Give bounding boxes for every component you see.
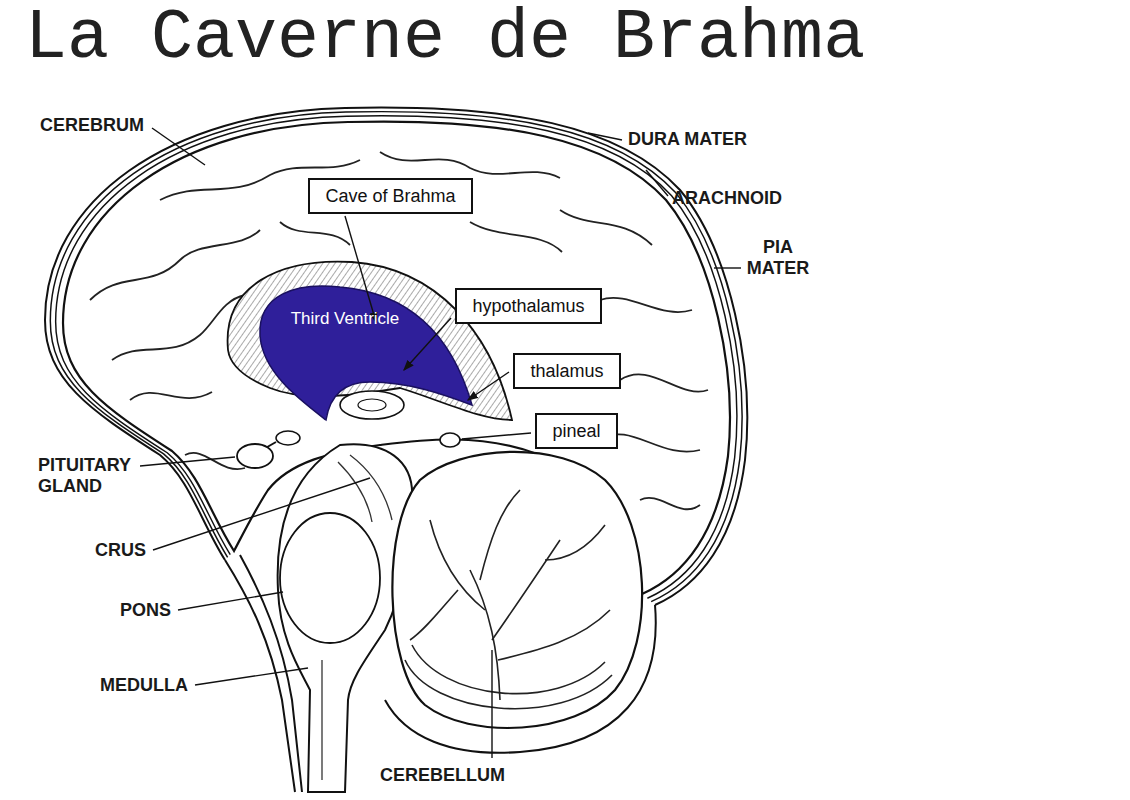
- label-box: hypothalamus: [455, 288, 602, 324]
- pituitary-shape: [237, 444, 273, 468]
- part-label: PONS: [120, 600, 171, 621]
- gyrus-line: [380, 152, 560, 178]
- part-label: MEDULLA: [100, 675, 188, 696]
- gyri-lines: [90, 152, 708, 509]
- label-box: pineal: [535, 413, 618, 449]
- gyrus-line: [112, 295, 245, 360]
- leader-line: [462, 433, 531, 439]
- leader-line: [714, 267, 741, 268]
- folia-arc: [412, 645, 605, 694]
- box-text: thalamus: [529, 360, 605, 382]
- gyrus-line: [640, 498, 700, 509]
- thalamus-shape: [340, 391, 404, 419]
- fibre-line: [350, 455, 392, 520]
- leader-line: [404, 318, 451, 370]
- branch-line: [480, 490, 520, 580]
- folia-arc: [405, 660, 612, 709]
- third-ventricle-shape: [260, 286, 472, 420]
- arbor-vitae: [405, 490, 612, 709]
- label-box: thalamus: [513, 353, 621, 389]
- cerebellum-shape: [392, 452, 642, 728]
- leader-line: [646, 170, 668, 196]
- leader-line: [140, 457, 235, 466]
- branch-line: [430, 520, 485, 610]
- gyrus-line: [280, 222, 350, 245]
- leader-line: [345, 216, 376, 322]
- part-label: PITUITARY GLAND: [38, 455, 163, 497]
- leader-line: [195, 668, 308, 685]
- gyrus-line: [600, 298, 692, 312]
- gyrus-line: [90, 230, 260, 300]
- label-box: Cave of Brahma: [308, 178, 473, 214]
- leader-line: [468, 372, 509, 400]
- meninges: [45, 108, 747, 792]
- gyrus-line: [470, 222, 562, 252]
- box-text: Cave of Brahma: [324, 185, 457, 207]
- box-text: hypothalamus: [471, 295, 586, 317]
- box-text: pineal: [551, 420, 602, 442]
- part-label: DURA MATER: [628, 129, 747, 150]
- corpus-callosum-band: [228, 262, 512, 420]
- leader-line: [152, 128, 205, 165]
- part-label: CRUS: [95, 540, 146, 561]
- pons-shape: [280, 513, 380, 643]
- leader-line: [153, 478, 370, 550]
- branch-line: [498, 610, 610, 660]
- brainstem-shape: [278, 444, 413, 792]
- gyrus-line: [620, 374, 708, 391]
- crus-fibres: [322, 455, 392, 780]
- region-label: Third Ventricle: [285, 305, 405, 333]
- pineal-shape: [440, 433, 460, 447]
- part-label: PIA MATER: [738, 237, 818, 279]
- part-label: CEREBRUM: [40, 115, 144, 136]
- fibre-line: [321, 660, 322, 780]
- leader-lines: [140, 128, 741, 758]
- leader-line: [178, 592, 283, 610]
- optic-chiasm-shape: [276, 431, 300, 445]
- branch-line: [545, 525, 605, 560]
- branch-line: [410, 590, 458, 640]
- thalamus-inner: [358, 399, 386, 411]
- gyrus-line: [130, 392, 212, 400]
- page-title: La Caverne de Brahma: [25, 4, 865, 74]
- leader-line: [588, 133, 622, 140]
- branch-line: [492, 540, 560, 640]
- part-label: CEREBELLUM: [380, 765, 505, 786]
- part-label: ARACHNOID: [672, 188, 782, 209]
- gyrus-line: [560, 210, 652, 245]
- fibre-line: [338, 462, 372, 522]
- leader-line: [491, 650, 492, 758]
